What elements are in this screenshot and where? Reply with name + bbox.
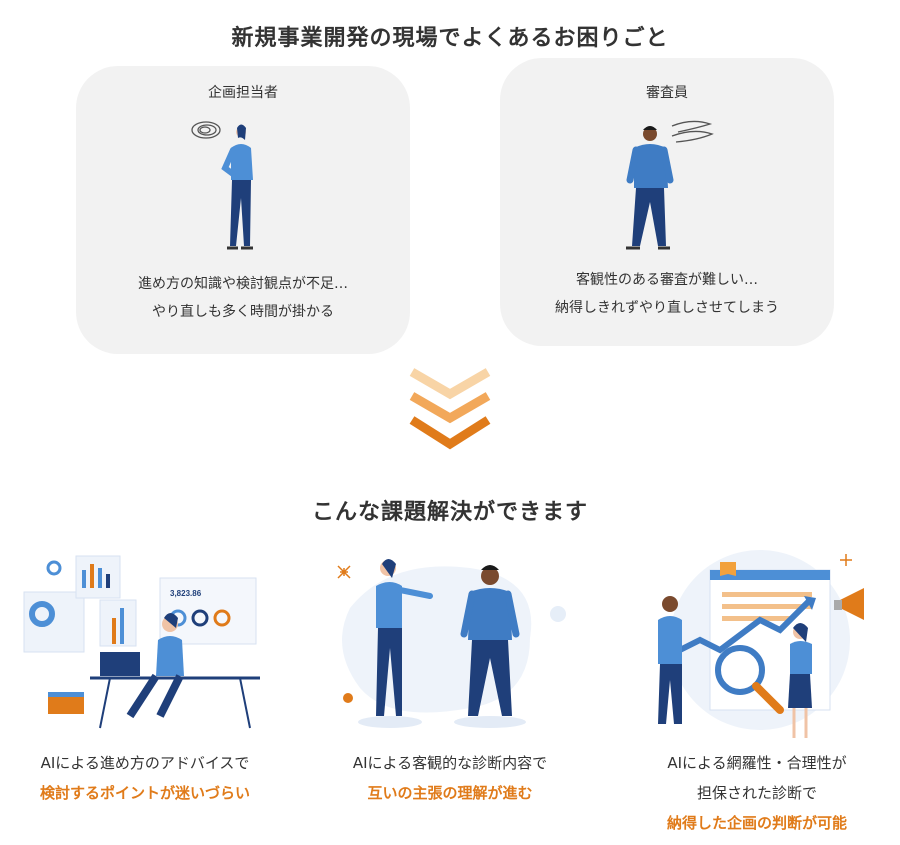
solution-1-line1: AIによる進め方のアドバイスで: [40, 754, 250, 772]
planner-figure-illustration: [191, 121, 253, 250]
sparkle-icon-2: [840, 554, 852, 566]
problem-card-reviewer: 審査員 客観性のある審査が難しい… 納得しきれずやり直しさせてしまう: [500, 58, 834, 346]
solution-2-line1: AIによる客観的な診断内容で: [352, 754, 548, 772]
problems-heading: 新規事業開発の現場でよくあるお困りごと: [231, 26, 669, 51]
sigh-icon: [671, 120, 714, 143]
card-text-reviewer-2: 納得しきれずやり直しさせてしまう: [555, 300, 779, 316]
solution-3-accent: 納得した企画の判断が可能: [666, 814, 847, 832]
card-text-planner-1: 進め方の知識や検討観点が不足…: [138, 276, 348, 292]
sparkle-icon: [337, 565, 351, 579]
card-role-planner: 企画担当者: [208, 85, 278, 101]
ai-advice-illustration: 3,823.86: [23, 555, 260, 729]
solution-3-line2: 担保された診断で: [696, 784, 817, 802]
ai-diagnosis-illustration: [337, 559, 566, 728]
worry-scribble-icon: [191, 121, 221, 139]
dashboard-value: 3,823.86: [170, 589, 202, 598]
down-chevrons-icon: [409, 368, 491, 450]
solution-1-accent: 検討するポイントが迷いづらい: [39, 784, 250, 802]
solution-2-accent: 互いの主張の理解が進む: [367, 784, 533, 802]
solution-3-line1: AIによる網羅性・合理性が: [667, 754, 847, 772]
ai-evaluation-illustration: [658, 550, 864, 738]
megaphone-icon: [834, 588, 864, 620]
solutions-heading: こんな課題解決ができます: [311, 500, 588, 525]
problem-card-planner: 企画担当者 進め方の知識や検討観点が不足… やり直しも多く時間が掛かる: [76, 66, 410, 354]
card-role-reviewer: 審査員: [646, 85, 688, 101]
card-text-reviewer-1: 客観性のある審査が難しい…: [576, 272, 758, 288]
card-text-planner-2: やり直しも多く時間が掛かる: [152, 304, 334, 320]
reviewer-figure-illustration: [626, 120, 714, 250]
